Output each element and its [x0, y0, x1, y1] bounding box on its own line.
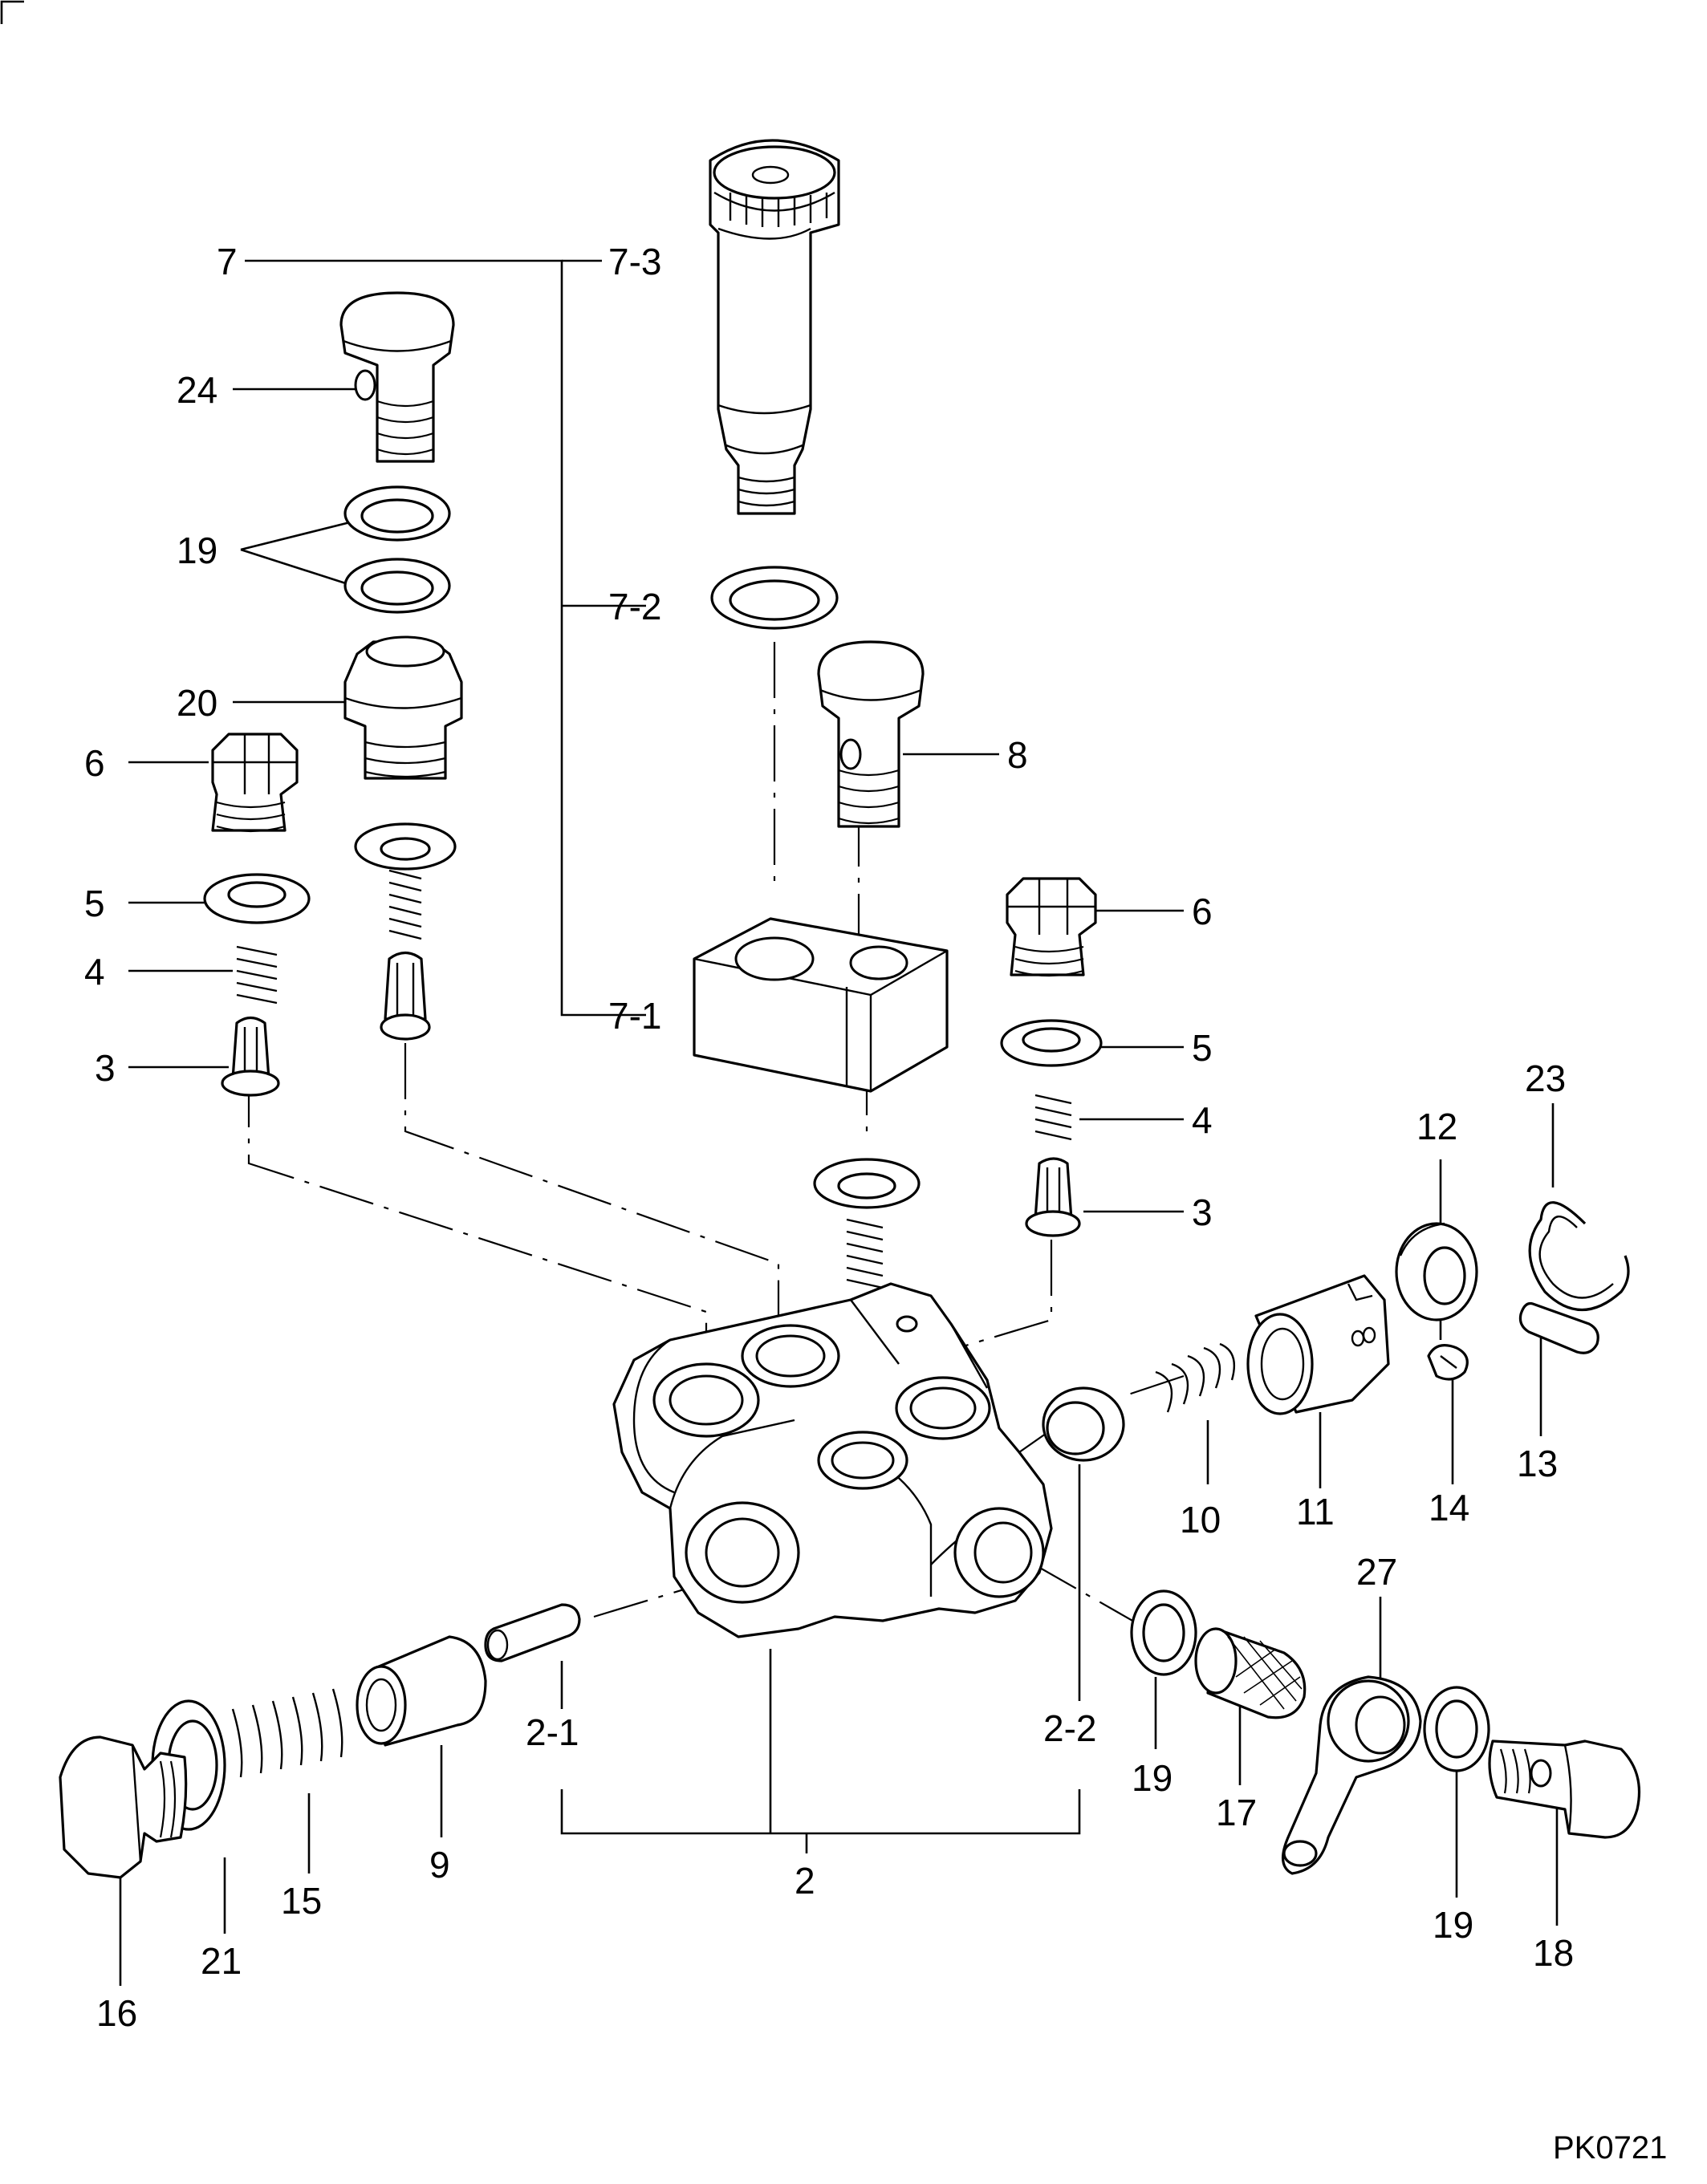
part-12-seal: [1395, 1222, 1478, 1321]
callout-17: 17: [1216, 1792, 1257, 1833]
part-9-sleeve: [356, 1635, 487, 1747]
leader-lines: [119, 259, 1559, 1986]
callout-12: 12: [1416, 1106, 1457, 1147]
part-4-spring-right: [1034, 1094, 1072, 1141]
callout-18: 18: [1533, 1932, 1574, 1974]
part-3-valve-right: [1025, 1157, 1081, 1237]
callout-24: 24: [177, 369, 217, 411]
callout-16: 16: [96, 1992, 137, 2034]
callout-13: 13: [1517, 1443, 1558, 1484]
callout-5-left: 5: [84, 883, 105, 924]
callout-2-2: 2-2: [1043, 1707, 1096, 1749]
part-2-2-seal: [1042, 1386, 1125, 1462]
callout-20: 20: [177, 682, 217, 724]
part-27-banjo-fitting: [1282, 1675, 1422, 1875]
part-2-1-pin: [484, 1603, 581, 1662]
part-7-2-gasket: [710, 566, 839, 630]
crop-mark: [0, 0, 24, 24]
callout-5-right: 5: [1192, 1027, 1213, 1069]
callout-9: 9: [429, 1844, 450, 1886]
part-8-banjo-bolt: [817, 640, 925, 828]
part-20-washer-spring-valve: [354, 822, 457, 1041]
part-24-banjo-bolt: [339, 291, 455, 463]
part-19-washer-lower: [1130, 1589, 1197, 1676]
callout-4-right: 4: [1192, 1099, 1213, 1141]
part-11-piston-cap: [1246, 1274, 1390, 1415]
callout-21: 21: [201, 1940, 242, 1982]
part-14-clip: [1427, 1344, 1469, 1381]
part-23-snap-ring: [1528, 1201, 1630, 1311]
callout-6-right: 6: [1192, 891, 1213, 932]
part-6-plug-left: [211, 733, 299, 833]
callout-2: 2: [795, 1860, 815, 1902]
part-15-spring: [231, 1688, 343, 1778]
callout-23: 23: [1525, 1057, 1566, 1099]
part-10-spring: [1155, 1342, 1236, 1413]
part-3-valve-left: [221, 1016, 280, 1097]
part-19-washers-upper: [343, 485, 451, 614]
part-19-washer-right: [1423, 1686, 1490, 1772]
part-6-plug-right: [1006, 877, 1097, 977]
part-7-3-primer-pump: [709, 139, 840, 515]
callout-7-3: 7-3: [608, 241, 661, 282]
callout-3-right: 3: [1192, 1191, 1213, 1233]
callout-labels: 7 7-3 7-2 7-1 24 19 20 6 5 4 3 8 6 5 4 3…: [84, 241, 1574, 2034]
callout-19-lower: 19: [1132, 1757, 1173, 1799]
callout-6-left: 6: [84, 742, 105, 784]
callout-7: 7: [217, 241, 238, 282]
callout-19-right: 19: [1433, 1904, 1473, 1946]
part-5-washer-right: [1000, 1019, 1103, 1067]
callout-15: 15: [281, 1880, 322, 1922]
callout-27: 27: [1356, 1551, 1397, 1593]
callout-10: 10: [1180, 1499, 1221, 1541]
callout-4-left: 4: [84, 951, 105, 993]
part-5-washer-left: [203, 873, 311, 924]
part-2-pump-body: [612, 1282, 1053, 1638]
part-17-strainer: [1194, 1627, 1307, 1719]
drawing-code: PK0721: [1553, 2130, 1667, 2166]
part-13-pin: [1518, 1301, 1599, 1354]
part-4-spring-left: [236, 945, 278, 1005]
callout-11: 11: [1296, 1491, 1335, 1532]
part-20-union-fitting: [343, 635, 463, 780]
callout-7-2: 7-2: [608, 586, 661, 627]
callout-14: 14: [1429, 1487, 1469, 1528]
callout-3-left: 3: [95, 1047, 116, 1089]
callout-2-1: 2-1: [526, 1711, 579, 1753]
part-18-banjo-bolt: [1488, 1739, 1640, 1839]
callout-7-1: 7-1: [608, 995, 661, 1037]
part-7-1-adapter-block: [693, 917, 949, 1093]
callout-19-upper: 19: [177, 530, 217, 571]
callout-8: 8: [1007, 734, 1028, 776]
part-16-plug-bolt: [59, 1735, 188, 1879]
